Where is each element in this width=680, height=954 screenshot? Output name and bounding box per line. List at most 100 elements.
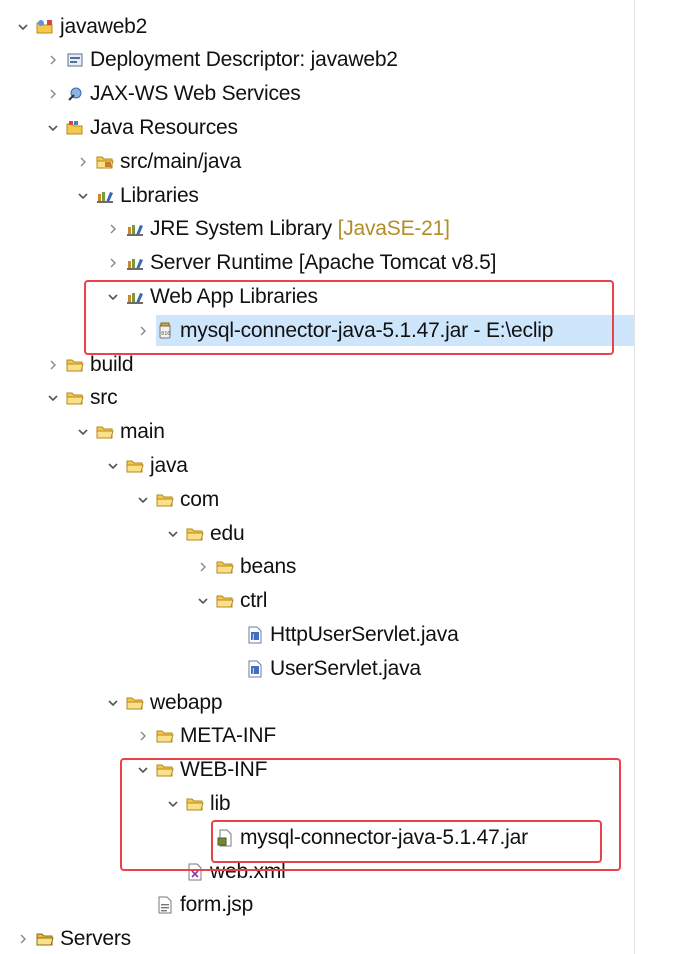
tree-item[interactable]: src bbox=[0, 382, 634, 415]
srcfolder-icon bbox=[96, 153, 114, 171]
tree-item-label: src/main/java bbox=[120, 149, 242, 173]
tree-item-decoration: [JavaSE-21] bbox=[331, 217, 450, 241]
tree-item[interactable]: build bbox=[0, 348, 634, 381]
jarfile-icon bbox=[216, 829, 234, 847]
library-icon bbox=[126, 288, 144, 306]
tree-item[interactable]: mysql-connector-java-5.1.47.jar bbox=[0, 821, 634, 854]
library-icon bbox=[126, 220, 144, 238]
tree-item-label: beans bbox=[240, 555, 297, 579]
chevron-right-icon[interactable] bbox=[14, 930, 32, 948]
tree-item[interactable]: beans bbox=[0, 551, 634, 584]
chevron-down-icon[interactable] bbox=[104, 457, 122, 475]
tree-item-label: JAX-WS Web Services bbox=[90, 82, 301, 106]
tree-item-label: META-INF bbox=[180, 724, 276, 748]
chevron-right-icon[interactable] bbox=[104, 220, 122, 238]
tree-spacer bbox=[224, 660, 242, 678]
tree-item-label: Deployment Descriptor: javaweb2 bbox=[90, 48, 398, 72]
tree-item[interactable]: java bbox=[0, 449, 634, 482]
chevron-down-icon[interactable] bbox=[44, 119, 62, 137]
tree-item-label: ctrl bbox=[240, 589, 268, 613]
tree-item-label: edu bbox=[210, 521, 245, 545]
serversfolder-icon bbox=[36, 930, 54, 948]
javafile-icon: J bbox=[246, 626, 264, 644]
tree-item[interactable]: edu bbox=[0, 517, 634, 550]
tree-item-label: JRE System Library bbox=[150, 217, 332, 241]
tree-item-label: UserServlet.java bbox=[270, 656, 421, 680]
folder-icon bbox=[216, 592, 234, 610]
tree-item[interactable]: main bbox=[0, 416, 634, 449]
folder-icon bbox=[156, 727, 174, 745]
svg-text:J: J bbox=[251, 633, 254, 641]
project-icon bbox=[36, 18, 54, 36]
chevron-down-icon[interactable] bbox=[14, 18, 32, 36]
tree-item[interactable]: lib bbox=[0, 787, 634, 820]
tree-item[interactable]: 010 mysql-connector-java-5.1.47.jar - E:\… bbox=[0, 314, 634, 347]
tree-spacer bbox=[134, 896, 152, 914]
tree-item[interactable]: webapp bbox=[0, 686, 634, 719]
tree-spacer bbox=[194, 829, 212, 847]
chevron-down-icon[interactable] bbox=[134, 761, 152, 779]
tree-item-label: main bbox=[120, 420, 165, 444]
chevron-down-icon[interactable] bbox=[134, 491, 152, 509]
chevron-right-icon[interactable] bbox=[44, 356, 62, 374]
folder-icon bbox=[126, 694, 144, 712]
tree-item[interactable]: Server Runtime [Apache Tomcat v8.5] bbox=[0, 247, 634, 280]
folder-icon bbox=[216, 558, 234, 576]
library-icon bbox=[96, 187, 114, 205]
folder-icon bbox=[66, 389, 84, 407]
tree-item[interactable]: com bbox=[0, 483, 634, 516]
tree-item[interactable]: src/main/java bbox=[0, 145, 634, 178]
tree-item-label: Web App Libraries bbox=[150, 284, 318, 308]
javaresources-icon bbox=[66, 119, 84, 137]
chevron-down-icon[interactable] bbox=[104, 288, 122, 306]
descriptor-icon bbox=[66, 51, 84, 69]
chevron-down-icon[interactable] bbox=[194, 592, 212, 610]
chevron-right-icon[interactable] bbox=[74, 153, 92, 171]
tree-item[interactable]: javaweb2 bbox=[0, 10, 634, 43]
chevron-right-icon[interactable] bbox=[134, 322, 152, 340]
jspfile-icon bbox=[156, 896, 174, 914]
tree-item[interactable]: form.jsp bbox=[0, 889, 634, 922]
chevron-down-icon[interactable] bbox=[44, 389, 62, 407]
chevron-right-icon[interactable] bbox=[44, 85, 62, 103]
tree-item[interactable]: Libraries bbox=[0, 179, 634, 212]
tree-item[interactable]: JRE System Library [JavaSE-21] bbox=[0, 213, 634, 246]
folder-icon bbox=[156, 761, 174, 779]
javafile-icon: J bbox=[246, 660, 264, 678]
chevron-right-icon[interactable] bbox=[194, 558, 212, 576]
chevron-down-icon[interactable] bbox=[74, 423, 92, 441]
tree-item-label: Libraries bbox=[120, 183, 199, 207]
tree-item[interactable]: META-INF bbox=[0, 720, 634, 753]
tree-item[interactable]: WEB-INF bbox=[0, 754, 634, 787]
tree-item[interactable]: Deployment Descriptor: javaweb2 bbox=[0, 44, 634, 77]
tree-item[interactable]: Java Resources bbox=[0, 111, 634, 144]
svg-text:J: J bbox=[251, 666, 254, 674]
tree-item[interactable]: JAX-WS Web Services bbox=[0, 78, 634, 111]
chevron-down-icon[interactable] bbox=[104, 694, 122, 712]
tree-item-label: javaweb2 bbox=[60, 14, 148, 38]
jar-icon: 010 bbox=[156, 322, 174, 340]
tree-item-label: com bbox=[180, 487, 220, 511]
tree-item[interactable]: Web App Libraries bbox=[0, 280, 634, 313]
tree-item[interactable]: web.xml bbox=[0, 855, 634, 888]
chevron-right-icon[interactable] bbox=[44, 51, 62, 69]
tree-item[interactable]: Servers bbox=[0, 923, 634, 954]
folder-icon bbox=[126, 457, 144, 475]
tree-item-label: mysql-connector-java-5.1.47.jar bbox=[240, 825, 528, 849]
library-icon bbox=[126, 254, 144, 272]
tree-item-label: src bbox=[90, 386, 118, 410]
tree-item[interactable]: ctrl bbox=[0, 585, 634, 618]
tree-item[interactable]: J UserServlet.java bbox=[0, 652, 634, 685]
folder-icon bbox=[96, 423, 114, 441]
chevron-down-icon[interactable] bbox=[164, 795, 182, 813]
chevron-down-icon[interactable] bbox=[74, 187, 92, 205]
tree-item-label: WEB-INF bbox=[180, 758, 268, 782]
chevron-down-icon[interactable] bbox=[164, 525, 182, 543]
tree-item-label: lib bbox=[210, 791, 231, 815]
tree-spacer bbox=[224, 626, 242, 644]
chevron-right-icon[interactable] bbox=[134, 727, 152, 745]
chevron-right-icon[interactable] bbox=[104, 254, 122, 272]
tree-item-label: mysql-connector-java-5.1.47.jar - E:\ecl… bbox=[180, 318, 554, 342]
